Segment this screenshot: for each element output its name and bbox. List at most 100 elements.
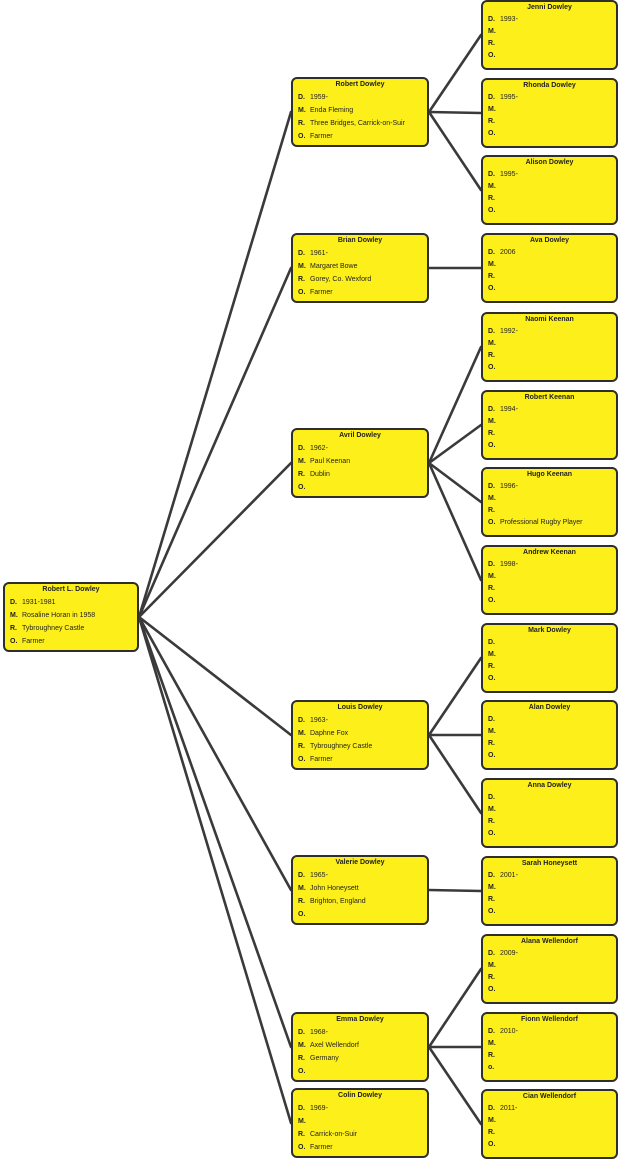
field-code: R. bbox=[488, 585, 495, 592]
field-value: Farmer bbox=[310, 756, 333, 763]
field-row: R.Germany bbox=[298, 1052, 422, 1065]
field-row: M.Axel Wellendorf bbox=[298, 1039, 422, 1052]
field-code: D. bbox=[298, 94, 305, 101]
field-value: 2006 bbox=[500, 249, 516, 256]
field-value: Farmer bbox=[310, 133, 333, 140]
field-value: Tybroughney Castle bbox=[310, 743, 373, 750]
field-row: R. bbox=[488, 583, 611, 595]
field-value: Gorey, Co. Wexford bbox=[310, 276, 372, 283]
field-code: M. bbox=[298, 1042, 306, 1049]
field-row: O. bbox=[488, 750, 611, 762]
field-code: R. bbox=[488, 974, 495, 981]
field-code: M. bbox=[488, 28, 496, 35]
field-code: D. bbox=[488, 950, 495, 957]
field-row: R. bbox=[488, 116, 611, 128]
field-code: R. bbox=[10, 625, 17, 632]
person-name: Fionn Wellendorf bbox=[520, 1016, 579, 1023]
field-row: R.Carrick-on-Suir bbox=[298, 1128, 422, 1141]
field-code: R. bbox=[298, 1055, 305, 1062]
field-code: R. bbox=[298, 898, 305, 905]
field-code: R. bbox=[488, 1052, 495, 1059]
field-code: M. bbox=[488, 728, 496, 735]
field-value: Farmer bbox=[310, 289, 333, 296]
field-row: D.2009- bbox=[488, 948, 611, 960]
field-row: M. bbox=[488, 26, 611, 38]
field-value: Daphne Fox bbox=[310, 730, 349, 737]
field-value: 1959- bbox=[310, 94, 328, 101]
connector-emma-dowley-to-cian-wellendorf bbox=[427, 1045, 483, 1126]
field-row: O. bbox=[488, 906, 611, 918]
field-row: M. bbox=[488, 493, 611, 505]
field-code: D. bbox=[298, 872, 305, 879]
field-code: M. bbox=[298, 885, 306, 892]
connector-valerie-dowley-to-sarah-honeysett bbox=[427, 888, 483, 893]
field-code: O. bbox=[488, 1141, 496, 1148]
person-name: Alan Dowley bbox=[528, 704, 571, 711]
field-code: D. bbox=[488, 1028, 495, 1035]
field-row: M. bbox=[488, 960, 611, 972]
field-code: M. bbox=[488, 962, 496, 969]
field-row: M.Paul Keenan bbox=[298, 455, 422, 468]
connector-avril-dowley-to-naomi-keenan bbox=[427, 345, 483, 465]
field-row: D. bbox=[488, 637, 611, 649]
field-code: R. bbox=[488, 740, 495, 747]
connector-louis-dowley-to-anna-dowley bbox=[427, 733, 483, 815]
field-row: D.1969- bbox=[298, 1102, 422, 1115]
field-code: M. bbox=[298, 107, 306, 114]
connector-root-to-robert-dowley bbox=[137, 110, 293, 619]
field-value: 1968- bbox=[310, 1029, 328, 1036]
person-name: Alison Dowley bbox=[525, 159, 574, 166]
field-row: R. bbox=[488, 816, 611, 828]
person-name: Cian Wellendorf bbox=[522, 1093, 577, 1100]
field-row: O. bbox=[298, 908, 422, 921]
connector-root-to-louis-dowley bbox=[137, 615, 293, 737]
field-row: D.1996- bbox=[488, 481, 611, 493]
field-row: M. bbox=[488, 726, 611, 738]
field-code: O. bbox=[488, 519, 496, 526]
field-code: M. bbox=[488, 495, 496, 502]
field-value: Three Bridges, Carrick-on-Suir bbox=[310, 120, 405, 127]
field-code: M. bbox=[488, 106, 496, 113]
person-name: Rhonda Dowley bbox=[523, 82, 576, 89]
field-code: M. bbox=[488, 183, 496, 190]
field-row: M. bbox=[488, 1115, 611, 1127]
field-code: O. bbox=[488, 442, 496, 449]
field-code: O. bbox=[298, 911, 306, 918]
field-code: D. bbox=[298, 1029, 305, 1036]
field-row: M. bbox=[488, 416, 611, 428]
person-name: Robert Dowley bbox=[335, 81, 385, 88]
field-code: R. bbox=[298, 120, 305, 127]
connector-avril-dowley-to-robert-keenan bbox=[427, 423, 483, 465]
field-row: D.2006 bbox=[488, 247, 611, 259]
field-code: O. bbox=[488, 986, 496, 993]
field-row: R.Tybroughney Castle bbox=[10, 622, 132, 635]
field-row: O. bbox=[488, 362, 611, 374]
field-row: R. bbox=[488, 972, 611, 984]
person-name: Andrew Keenan bbox=[523, 549, 576, 556]
field-code: M. bbox=[298, 730, 306, 737]
field-code: R. bbox=[488, 40, 495, 47]
field-code: D. bbox=[488, 639, 495, 646]
field-code: R. bbox=[488, 352, 495, 359]
field-code: O. bbox=[488, 130, 496, 137]
field-value: Rosaline Horan in 1958 bbox=[22, 612, 96, 619]
connector-avril-dowley-to-hugo-keenan bbox=[427, 461, 483, 504]
field-code: M. bbox=[298, 1118, 306, 1125]
field-code: M. bbox=[488, 1040, 496, 1047]
person-name: Valerie Dowley bbox=[335, 859, 385, 866]
field-value: 1969- bbox=[310, 1105, 328, 1112]
field-code: D. bbox=[488, 483, 495, 490]
field-row: D.2011- bbox=[488, 1103, 611, 1115]
field-row: R. bbox=[488, 193, 611, 205]
person-name: Avril Dowley bbox=[339, 432, 381, 439]
field-code: O. bbox=[488, 285, 496, 292]
field-code: M. bbox=[488, 418, 496, 425]
field-row: R. bbox=[488, 350, 611, 362]
field-row: D.1965- bbox=[298, 869, 422, 882]
